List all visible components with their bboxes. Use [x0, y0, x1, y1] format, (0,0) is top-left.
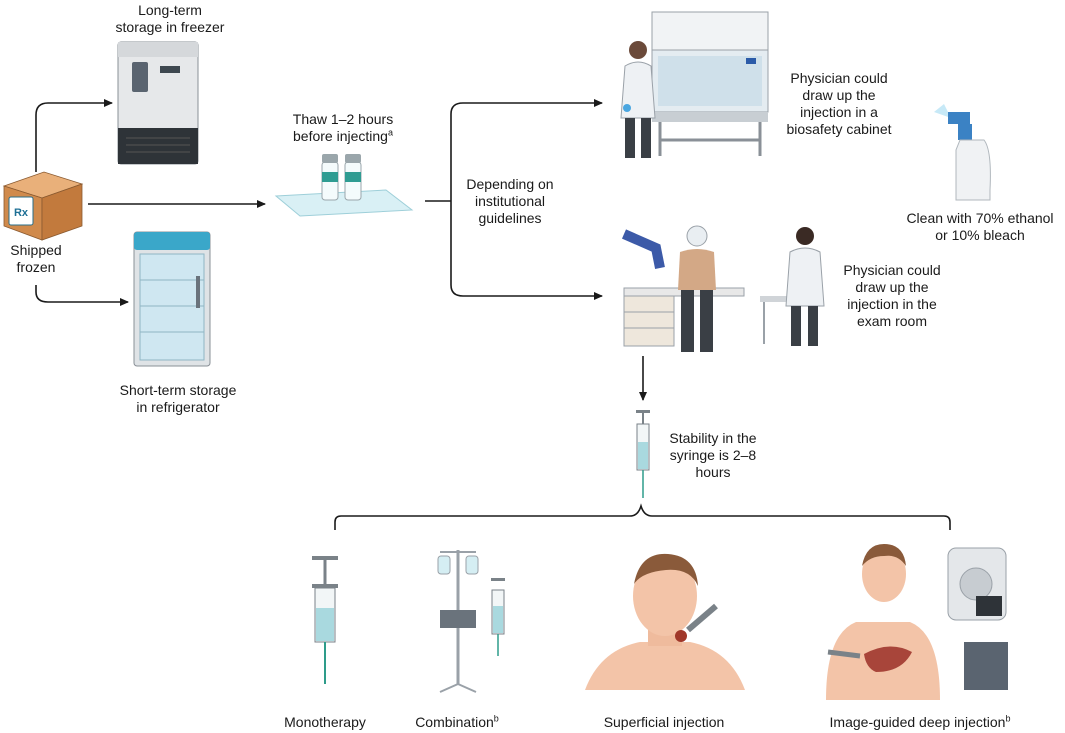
fridge-label-line: Short-term storage: [119, 382, 237, 398]
depending-label: Depending on institutional guidelines: [452, 176, 568, 227]
footnote-b-marker: b: [493, 713, 499, 724]
thaw-label-line: before injecting: [293, 128, 388, 144]
arrow-to-fridge: [35, 285, 129, 306]
stability-label-line: syringe is 2–8: [669, 447, 757, 463]
fridge-label: Short-term storage in refrigerator: [98, 382, 258, 416]
biosafety-label-line: injection in a: [800, 104, 878, 120]
thaw-label-line: Thaw 1–2 hours: [292, 111, 394, 127]
route-combination-text: Combination: [415, 714, 494, 730]
shipped-label: Shipped frozen: [0, 242, 72, 276]
examroom-label-line: exam room: [856, 313, 928, 329]
arrow-to-freezer: [35, 99, 113, 172]
arrow-to-examroom: [450, 201, 603, 300]
depending-label-line: Depending on: [466, 176, 554, 192]
freezer-icon: [117, 41, 199, 165]
route-imageguided-text: Image-guided deep injection: [829, 714, 1006, 730]
examroom-label-line: draw up the: [855, 279, 929, 295]
shipping-box-icon: Rx: [2, 171, 84, 241]
biosafety-label: Physician could draw up the injection in…: [772, 70, 906, 138]
route-monotherapy-label: Monotherapy: [262, 714, 388, 731]
shipped-label-line: frozen: [16, 259, 56, 275]
footnote-a-marker: a: [387, 127, 393, 138]
route-monotherapy-text: Monotherapy: [284, 714, 366, 730]
route-bracket: [334, 503, 951, 530]
refrigerator-icon: [133, 231, 211, 367]
examroom-label: Physician could draw up the injection in…: [830, 262, 954, 330]
stability-label: Stability in the syringe is 2–8 hours: [656, 430, 770, 481]
biosafety-label-line: draw up the: [802, 87, 876, 103]
combination-iv-icon: [437, 550, 505, 693]
clean-label-line: Clean with 70% ethanol: [906, 210, 1054, 226]
footnote-b-marker: b: [1005, 713, 1011, 724]
vials-on-tray-icon: [274, 154, 414, 217]
stability-label-line: hours: [695, 464, 731, 480]
flow-arrows: [35, 99, 951, 530]
depending-label-line: institutional: [474, 193, 546, 209]
freezer-label-line: Long-term: [138, 2, 202, 18]
depending-label-line: guidelines: [478, 210, 542, 226]
image-guided-injection-icon: [826, 544, 1008, 700]
physician-examroom-icon: [760, 227, 825, 346]
route-imageguided-label: Image-guided deep injectionb: [800, 714, 1040, 731]
clean-label: Clean with 70% ethanol or 10% bleach: [896, 210, 1064, 244]
examroom-label-line: injection in the: [847, 296, 937, 312]
route-combination-label: Combinationb: [396, 714, 518, 731]
route-superficial-label: Superficial injection: [580, 714, 748, 731]
syringe-stability-icon: [636, 410, 650, 498]
shipped-label-line: Shipped: [10, 242, 62, 258]
superficial-injection-icon: [585, 553, 745, 690]
biosafety-cabinet-icon: [651, 11, 769, 156]
freezer-label-line: storage in freezer: [115, 19, 225, 35]
clean-label-line: or 10% bleach: [935, 227, 1025, 243]
monotherapy-syringe-icon: [312, 556, 338, 684]
biosafety-label-line: biosafety cabinet: [786, 121, 892, 137]
patient-icon: [678, 225, 716, 352]
stability-label-line: Stability in the: [669, 430, 757, 446]
examroom-label-line: Physician could: [843, 262, 941, 278]
biosafety-label-line: Physician could: [790, 70, 888, 86]
route-superficial-text: Superficial injection: [603, 714, 725, 730]
rx-mark: Rx: [14, 207, 29, 219]
spray-bottle-icon: [934, 104, 991, 201]
fridge-label-line: in refrigerator: [136, 399, 220, 415]
freezer-label: Long-term storage in freezer: [104, 2, 236, 36]
thaw-label: Thaw 1–2 hours before injectinga: [278, 111, 408, 145]
arrow-to-biosafety: [450, 99, 603, 201]
physician-cabinet-icon: [620, 41, 656, 158]
